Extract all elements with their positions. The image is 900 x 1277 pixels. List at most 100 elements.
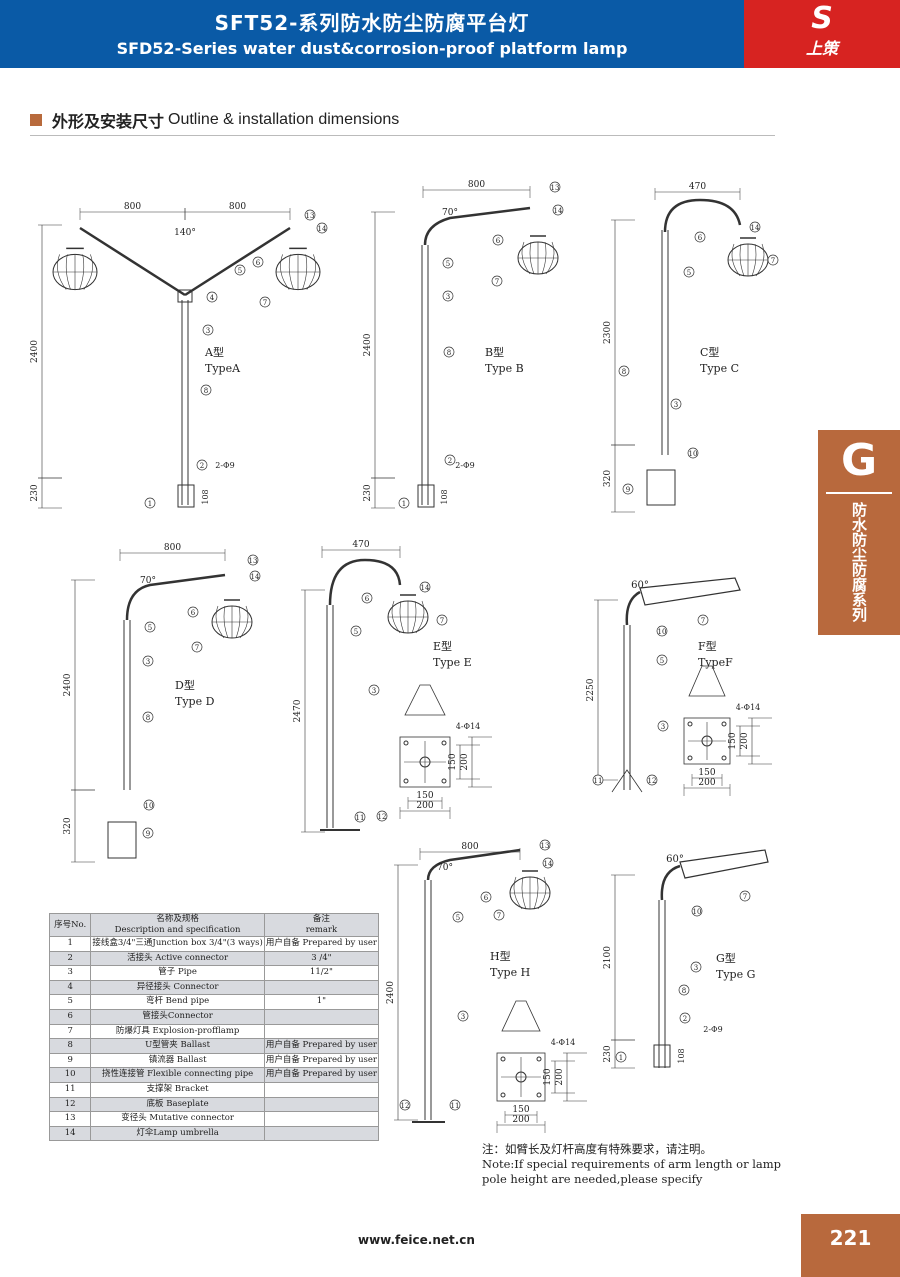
table-cell — [263, 1096, 380, 1113]
table-cell: 用户自备 Prepared by user — [263, 1052, 380, 1069]
callout-circle — [368, 684, 380, 696]
callout-number: 10 — [689, 450, 698, 458]
type-label-en: TypeF — [698, 656, 733, 669]
callout-number: 3 — [461, 1013, 465, 1021]
callout-circle — [234, 264, 246, 276]
callout-circle — [739, 890, 751, 902]
table-cell: 用户自备 Prepared by user — [263, 936, 380, 952]
type-label-en: TypeA — [205, 362, 241, 375]
table-cell: 14 — [48, 1125, 92, 1142]
dimension-label: 200 — [512, 1115, 529, 1125]
callout-number: 6 — [496, 237, 501, 245]
callout-circle — [679, 1012, 691, 1024]
table-cell — [263, 1125, 380, 1142]
bolt-hole — [500, 1056, 506, 1062]
drawing-path — [501, 1000, 541, 1032]
callout-circle — [749, 221, 761, 233]
callout-circle — [191, 641, 203, 653]
side-tab: G 防水防尘防腐系列 — [818, 430, 900, 635]
header-text: remark — [305, 925, 338, 935]
header-text: 备注 — [312, 914, 330, 924]
callout-number: 1 — [619, 1054, 623, 1062]
table-cell: 用户自备 Prepared by user — [263, 1067, 380, 1083]
callout-number: 14 — [421, 584, 430, 592]
callout-circle — [354, 811, 366, 823]
callout-number: 3 — [661, 723, 665, 731]
callout-circle — [419, 581, 431, 593]
callout-number: 9 — [146, 830, 150, 838]
bolt-hole — [536, 1056, 542, 1062]
divider — [30, 135, 775, 136]
callout-number: 7 — [771, 257, 775, 265]
drawing-path — [688, 665, 726, 697]
dimension-label: 70° — [442, 208, 458, 218]
table-cell: 1 — [48, 936, 92, 952]
dimension-label: 4-Φ14 — [736, 703, 761, 712]
dimension-label: 150 — [448, 753, 458, 770]
junction-box — [177, 484, 195, 508]
callout-circle — [493, 909, 505, 921]
callout-number: 7 — [263, 299, 267, 307]
table-cell — [263, 1008, 380, 1025]
table-cell: 防爆灯具 Explosion-profflamp — [90, 1023, 265, 1040]
table-cell: 11 — [48, 1081, 92, 1098]
callout-number: 10 — [693, 908, 702, 916]
callout-circle — [252, 256, 264, 268]
callout-circle — [683, 266, 695, 278]
callout-number: 7 — [701, 617, 705, 625]
type-label-cn: A型 — [204, 345, 224, 359]
base-plate — [683, 717, 731, 765]
callout-circle — [259, 296, 271, 308]
callout-number: 8 — [622, 368, 626, 376]
title-en: SFD52-Series water dust&corrosion-proof … — [116, 39, 628, 58]
callout-number: 3 — [694, 964, 698, 972]
dimension-label: 2100 — [603, 946, 613, 969]
table-cell: 管子 Pipe — [90, 965, 265, 981]
callout-number: 8 — [447, 349, 451, 357]
callout-number: 1 — [148, 500, 152, 508]
dimension-label: 2400 — [30, 340, 40, 363]
table-cell: 13 — [48, 1111, 92, 1127]
callout-number: 5 — [354, 628, 358, 636]
callout-number: 6 — [698, 234, 703, 242]
callout-circle — [549, 181, 561, 193]
type-label-en: Type C — [700, 362, 739, 375]
callout-circle — [656, 654, 668, 666]
callout-circle — [247, 554, 259, 566]
bolt-hole — [403, 778, 409, 784]
callout-circle — [457, 1010, 469, 1022]
junction-box — [646, 469, 676, 506]
callout-number: 2 — [200, 462, 204, 470]
dimension-label: 150 — [728, 732, 738, 749]
dimension-label: 800 — [468, 180, 485, 190]
callout-circle — [142, 711, 154, 723]
section-bullet — [30, 114, 42, 126]
callout-circle — [399, 1099, 411, 1111]
callout-circle — [687, 447, 699, 459]
table-cell: 3 /4" — [263, 950, 380, 967]
type-label-en: Type D — [175, 695, 215, 708]
callout-circle — [646, 774, 658, 786]
callout-number: 5 — [660, 657, 664, 665]
base-plate — [496, 1052, 546, 1102]
callout-circle — [697, 614, 709, 626]
drawing-path — [79, 226, 291, 297]
bolt-hole — [536, 1092, 542, 1098]
table-cell: 6 — [48, 1008, 92, 1025]
callout-number: 7 — [440, 617, 444, 625]
callout-number: 14 — [318, 225, 327, 233]
callout-number: 2 — [683, 1015, 687, 1023]
callout-circle — [398, 497, 410, 509]
callout-number: 11 — [356, 814, 365, 822]
type-label-cn: E型 — [433, 639, 452, 653]
website-url[interactable]: www.feice.net.cn — [358, 1233, 475, 1247]
callout-circle — [657, 720, 669, 732]
drawing-path — [404, 684, 446, 716]
callout-number: 6 — [256, 259, 261, 267]
callout-number: 11 — [594, 777, 603, 785]
dimension-label: 108 — [440, 489, 449, 504]
